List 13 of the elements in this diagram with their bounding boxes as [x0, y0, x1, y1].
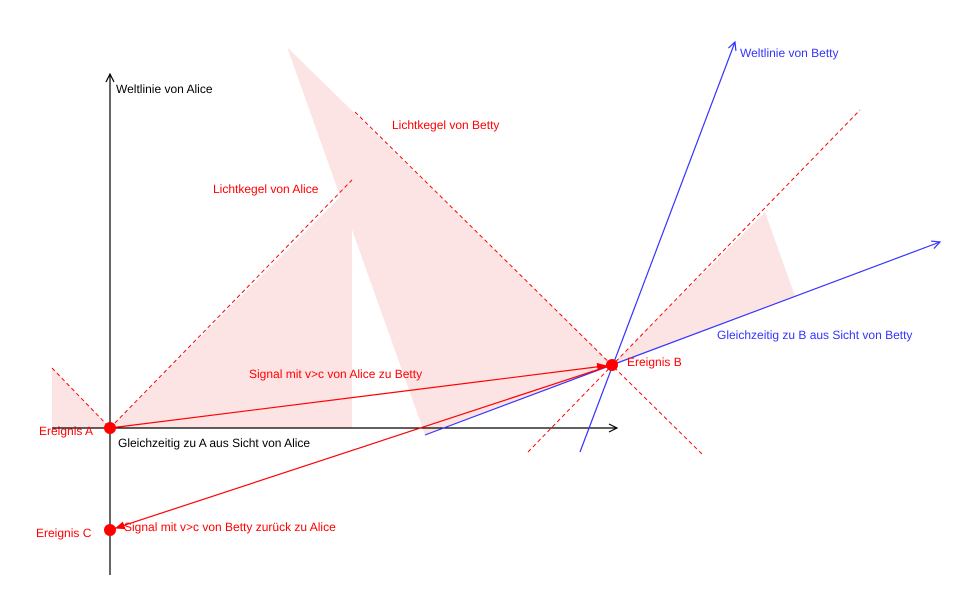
edge-label: Signal mit v>c von Alice zu Betty [249, 367, 422, 381]
signal-arrow [116, 362, 608, 428]
axis-label: Weltlinie von Alice [116, 82, 212, 96]
event-label: Ereignis B [627, 355, 682, 369]
axis-label: Lichtkegel von Alice [213, 182, 318, 196]
axis-label: Gleichzeitig zu B aus Sicht von Betty [717, 328, 912, 342]
axis-label: Lichtkegel von Betty [392, 118, 500, 132]
axis-label: Weltlinie von Betty [740, 46, 838, 60]
event-label: Ereignis A [39, 424, 94, 438]
event-label: Ereignis C [36, 526, 92, 540]
edge-label: Signal mit v>c von Betty zurück zu Alice [124, 520, 336, 534]
signal-arrow [114, 366, 606, 530]
axis-label: Gleichzeitig zu A aus Sicht von Alice [118, 436, 310, 450]
